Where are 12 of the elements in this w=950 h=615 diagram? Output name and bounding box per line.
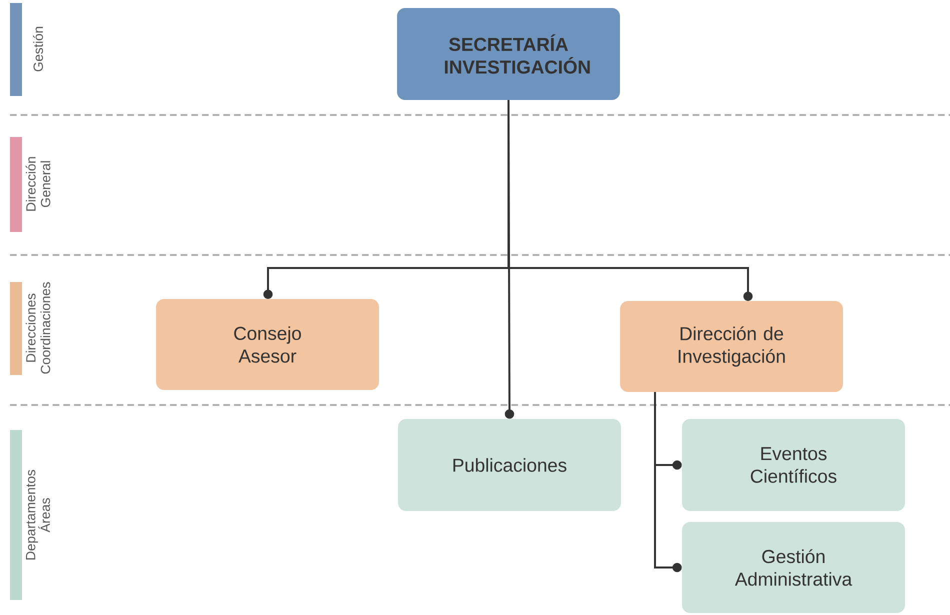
org-box: Consejo Asesor (156, 299, 379, 390)
band-label: Gestión (33, 26, 43, 72)
band-label: Departamentos Áreas (26, 470, 50, 560)
connector (504, 100, 514, 419)
connector (654, 392, 682, 572)
band-label: Direcciones Coordinaciones (26, 282, 50, 374)
band-label: Dirección General (26, 157, 50, 211)
org-box: SECRETARÍA INVESTIGACIÓN (397, 8, 620, 100)
org-box: Dirección de Investigación (620, 301, 843, 392)
org-box: Eventos Científicos (682, 419, 905, 511)
org-box: Publicaciones (398, 419, 621, 511)
org-box: Gestión Administrativa (682, 522, 905, 613)
